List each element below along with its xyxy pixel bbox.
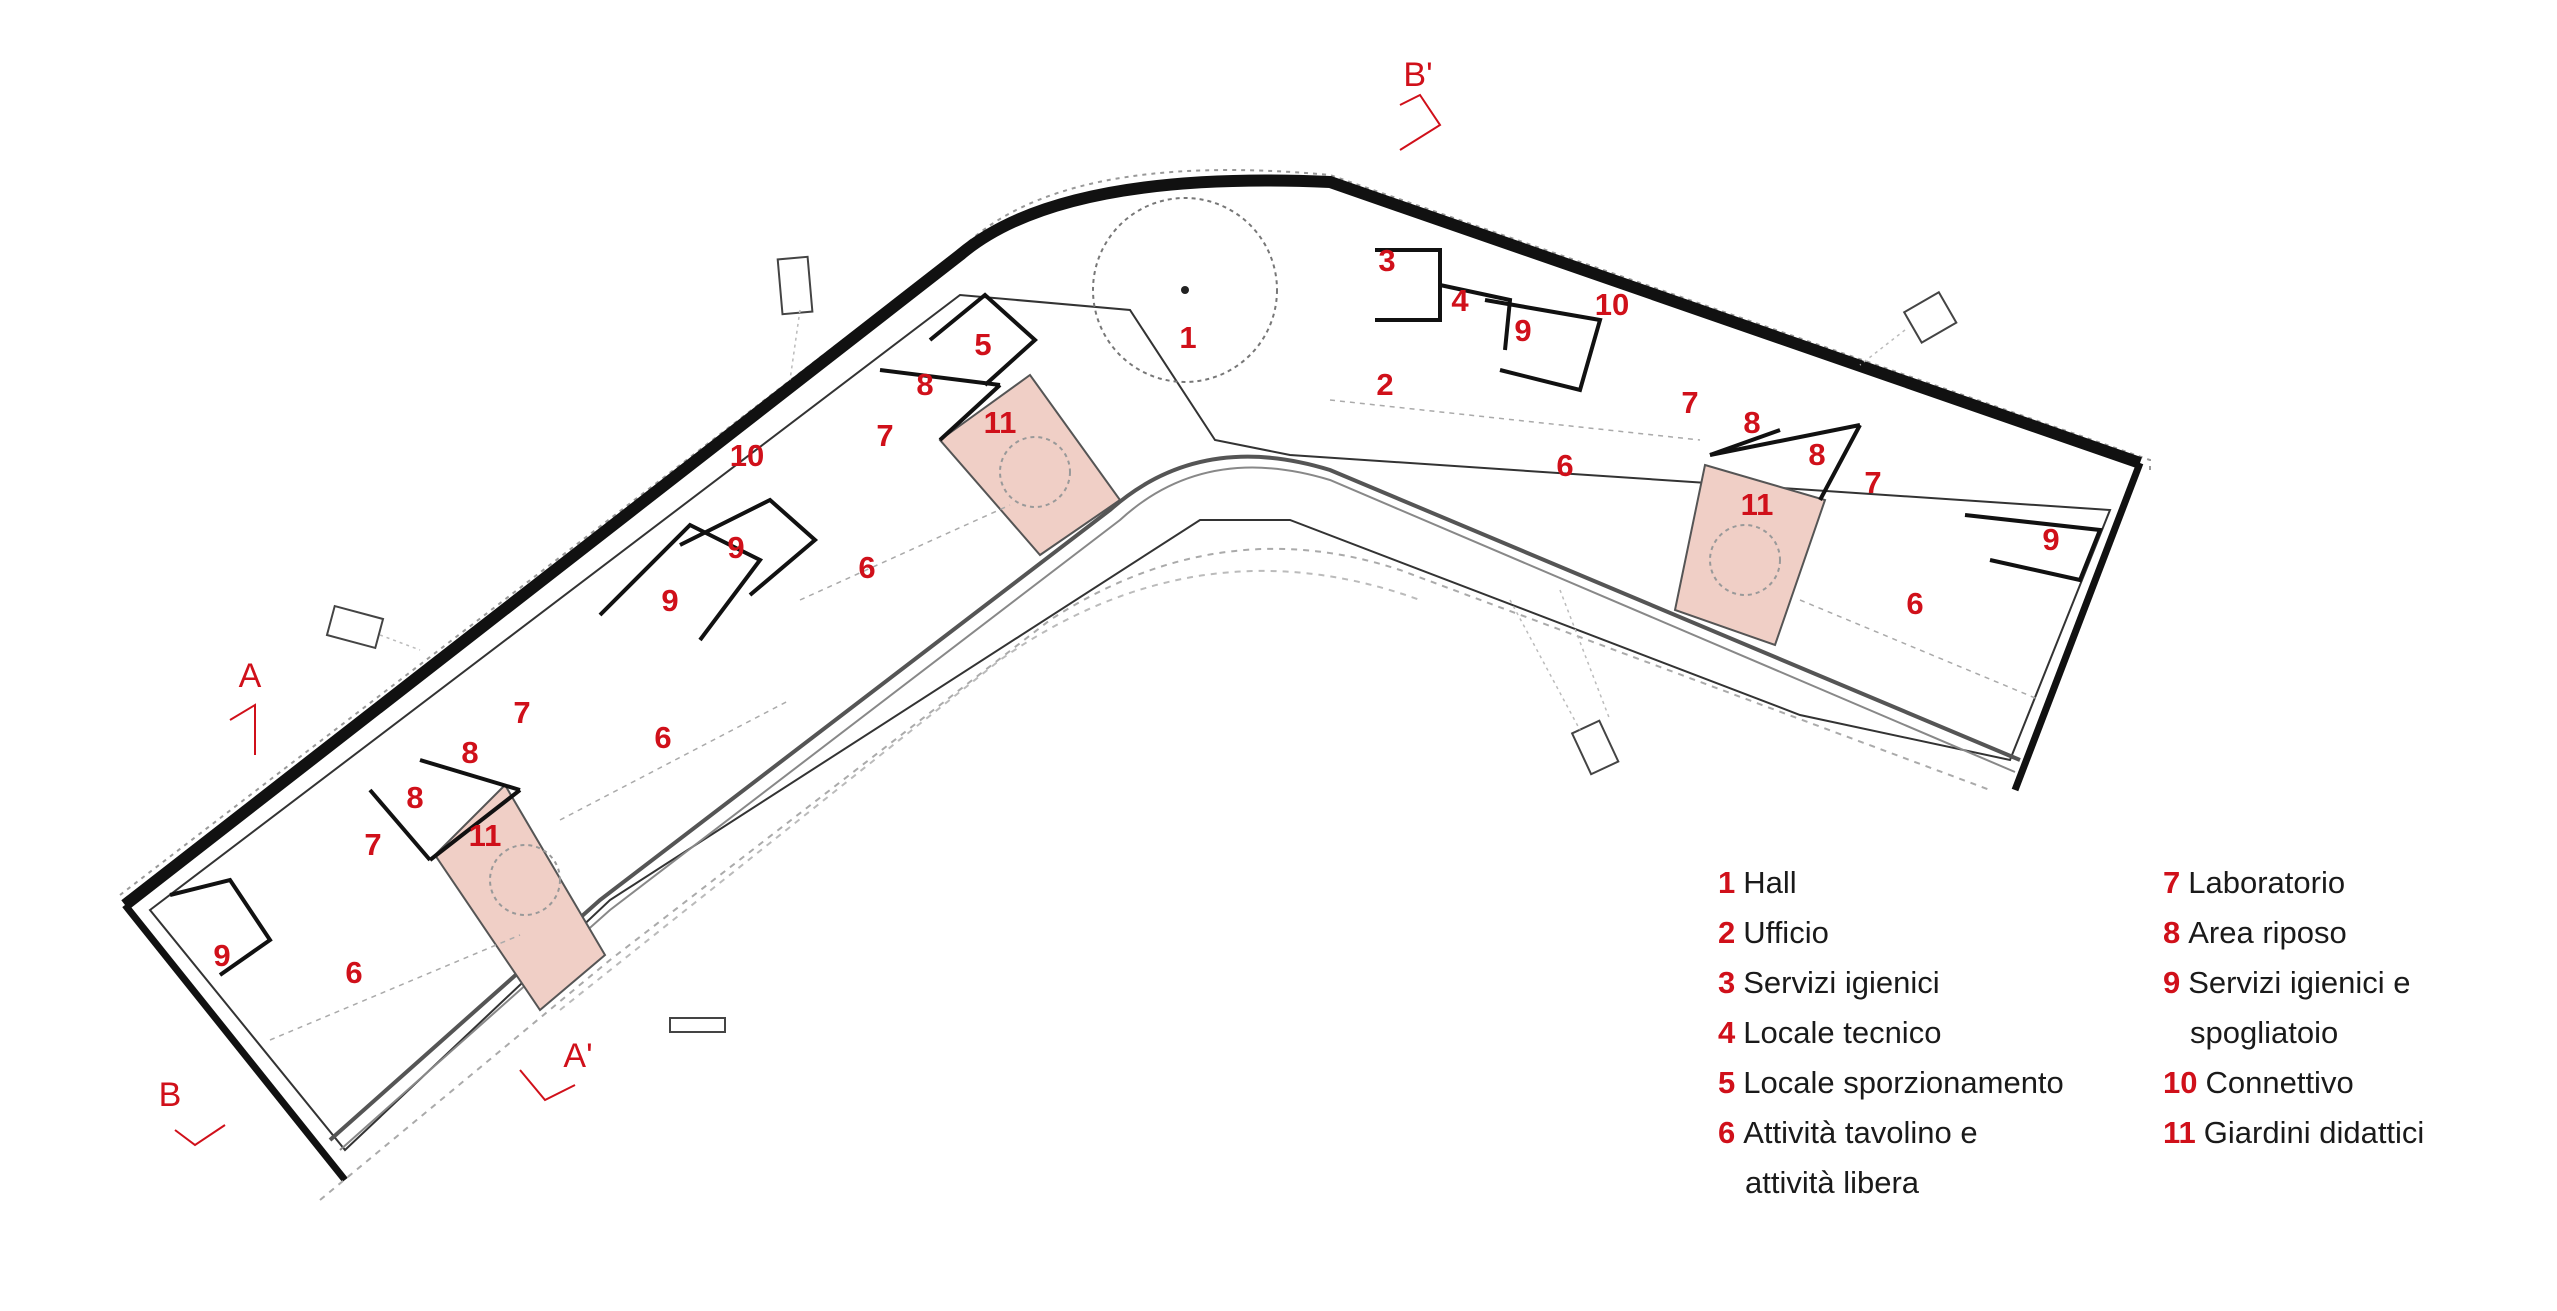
room-label-2: 2: [1376, 367, 1393, 402]
section-a-marker: [229, 703, 256, 755]
south-facade-inner: [339, 466, 2016, 1151]
north-wall: [121, 174, 2142, 910]
garden-east-tree: [1709, 524, 1781, 596]
section-label-b-prime: B': [1403, 56, 1432, 94]
section-b-marker: [174, 1124, 226, 1147]
legend-item-6-cont: attività libera: [1745, 1165, 1920, 1200]
room-label-6-b: 6: [654, 720, 671, 755]
room-label-9-c: 9: [727, 530, 744, 565]
east-end-wall: [2011, 461, 2144, 792]
room-label-9-b: 9: [661, 583, 678, 618]
room-label-5: 5: [974, 327, 991, 362]
room-label-8-e: 8: [1808, 437, 1825, 472]
room-label-6-a: 6: [345, 955, 362, 990]
room-label-3: 3: [1378, 243, 1395, 278]
section-a-prime-marker: [519, 1069, 576, 1102]
room-label-9-e: 9: [2042, 522, 2059, 557]
outer-path-dashed-2: [559, 569, 1421, 1011]
hall-center: [1181, 286, 1189, 294]
room-label-6-f: 6: [1906, 586, 1923, 621]
partitions: [169, 248, 2103, 977]
section-b-prime-marker: [1399, 93, 1442, 151]
inner-outline: [148, 293, 2112, 1152]
room-label-10-d: 10: [1595, 287, 1629, 322]
room-label-11-a: 11: [469, 818, 502, 853]
room-label-10-b: 10: [730, 438, 764, 473]
garden-east: [1673, 463, 1827, 647]
garden-center: [938, 373, 1122, 557]
room-label-7-d: 7: [1681, 385, 1698, 420]
exterior-stairs: [325, 255, 1958, 1033]
south-facade: [328, 454, 2021, 1142]
section-label-b: B: [159, 1076, 182, 1114]
room-label-8-b: 8: [461, 735, 478, 770]
room-label-6-c: 6: [858, 550, 875, 585]
room-label-9-d: 9: [1514, 313, 1531, 348]
section-label-a-prime: A': [563, 1037, 592, 1075]
room-label-7-e: 7: [1864, 465, 1881, 500]
section-label-a: A: [239, 657, 262, 695]
room-label-9-a: 9: [213, 938, 230, 973]
room-label-7-c: 7: [876, 418, 893, 453]
room-label-8-a: 8: [406, 780, 423, 815]
room-label-8-c: 8: [916, 367, 933, 402]
stair-ramps: [379, 309, 1906, 731]
room-label-7-b: 7: [513, 695, 530, 730]
room-label-11-e: 11: [1741, 487, 1774, 522]
garden-west: [433, 783, 607, 1012]
room-label-7-a: 7: [364, 827, 381, 862]
garden-west-tree: [489, 844, 561, 916]
west-end-wall: [122, 902, 348, 1183]
room-label-8-d: 8: [1743, 405, 1760, 440]
hall-circle: [1092, 197, 1278, 383]
legend-item-9-cont: spogliatoio: [2190, 1015, 2339, 1050]
room-label-11-c: 11: [984, 405, 1017, 440]
interior-dashed: [269, 399, 2041, 1041]
room-label-6-e: 6: [1556, 448, 1573, 483]
roof-outline: [119, 169, 2151, 896]
room-label-1: 1: [1179, 320, 1196, 355]
room-label-4: 4: [1451, 283, 1469, 318]
garden-center-tree: [999, 436, 1071, 508]
